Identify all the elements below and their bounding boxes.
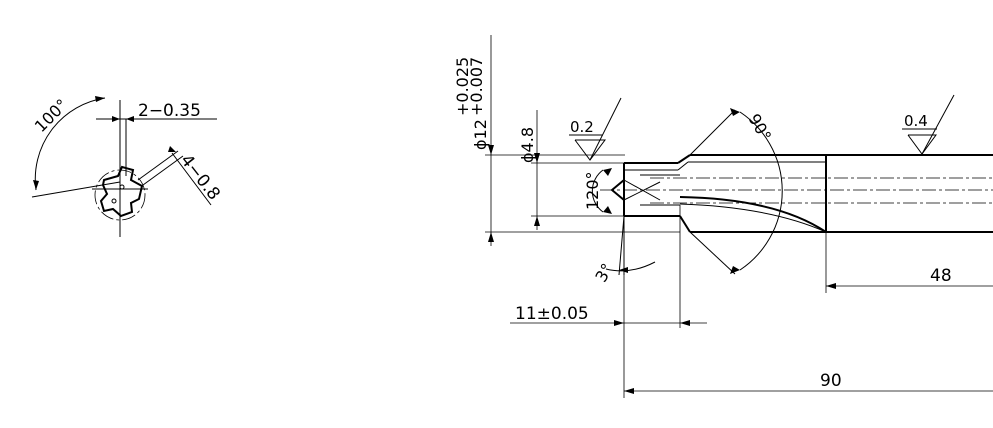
chamfer-leader-top [689,109,736,156]
relief-arrow [619,267,628,273]
tip-angle-arc [591,169,604,213]
shank-tol-lower: +0.007 [467,57,486,116]
land-dim-line-2 [142,155,184,186]
end-view-hole-2 [111,198,117,204]
roughness-symbol-tip: 0.2 [569,97,622,161]
end-view-hole-1 [119,184,125,190]
flute-dim-arrow-2 [126,116,134,122]
relief-leader-2 [618,215,625,276]
chamfer-arrow-top [730,108,740,116]
end-view-cutter-profile [99,165,144,218]
tool-body [610,154,993,233]
pilot-dia-arrow-bottom [534,216,540,226]
angle-arrow-bottom [33,180,39,190]
tip-arrow-top [603,168,612,176]
chamfer-angle-label: 90° [745,111,776,145]
pilot-dia-label: ϕ4.8 [518,127,537,163]
tip-angle-label: 120° [583,171,602,210]
roughness-shank-label: 0.4 [904,112,928,130]
chamfer-arrow-bottom [730,266,740,274]
land-dim-arrow [168,146,176,152]
shank-length-label: 48 [930,266,952,286]
angle-leader-line [31,181,121,198]
chamfer-leader-bottom [689,231,736,275]
angle-arrow-top [95,96,105,102]
pilot-dia-arrow-top [534,153,540,163]
shank-length-arrow [826,283,836,289]
total-length-arrow [624,388,634,394]
shank-dia-label-group: ϕ12 +0.025 +0.007 [453,57,490,150]
angle-100-arc [34,97,106,191]
land-dim-leader [171,152,212,206]
roughness-symbol-shank: 0.4 [902,94,955,155]
flute-dim-label: 2−0.35 [138,101,201,121]
step-length-arrow-right [680,320,690,326]
roughness-tip-label: 0.2 [570,118,594,136]
land-dim-label: 4−0.8 [176,151,224,204]
chamfer-angle-arc [739,111,783,271]
end-view: 100° 2−0.35 4−0.8 [31,95,224,237]
side-view: ϕ12 +0.025 +0.007 ϕ4.8 0.2 0.4 [453,35,993,398]
shank-dia-arrow-top [488,145,494,155]
shank-dia-main: ϕ12 [471,119,490,150]
tip-arrow-bottom [603,206,612,214]
shank-dia-arrow-bottom [488,232,494,242]
step-length-arrow-left [614,320,624,326]
flute-dim-arrow [112,116,120,122]
land-dim-line-1 [137,150,179,181]
relief-angle-arc [605,261,656,272]
shank-tol-upper: +0.025 [453,57,472,116]
relief-angle-label: 3° [591,260,617,285]
step-length-label: 11±0.05 [515,304,589,324]
total-length-label: 90 [820,371,842,391]
